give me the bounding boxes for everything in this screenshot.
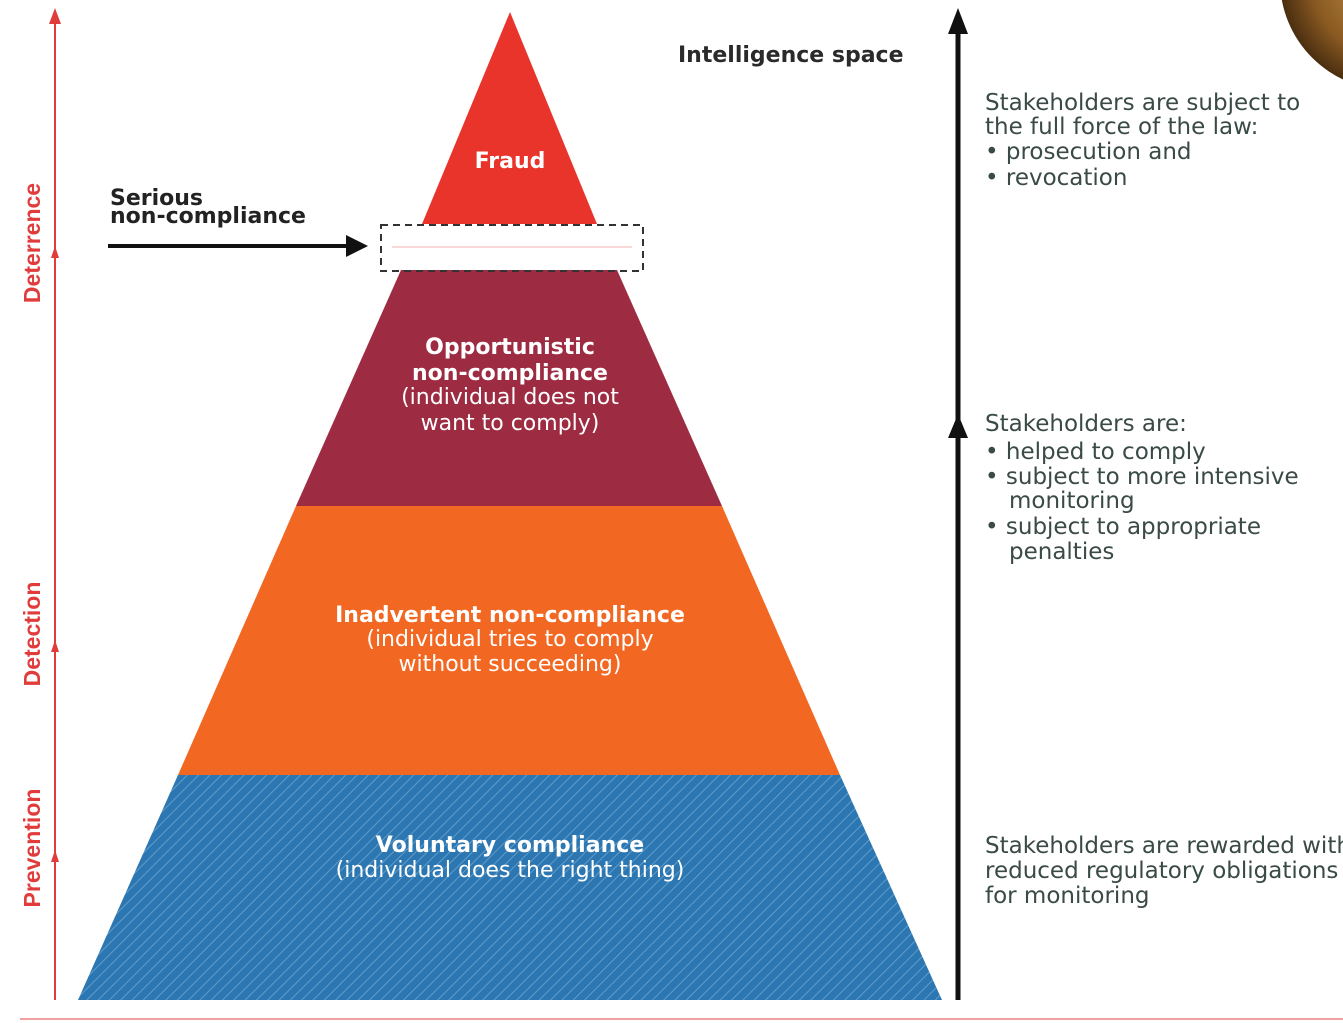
intelligence-space-label: Intelligence space: [678, 43, 904, 68]
svg-text:• revocation: • revocation: [985, 165, 1127, 191]
svg-text:• prosecution and: • prosecution and: [985, 139, 1192, 165]
response-middle: Stakeholders are: • helped to comply • s…: [985, 411, 1299, 565]
stage-label-deterrence: Deterrence: [19, 183, 45, 303]
layer-opportunistic: [296, 270, 722, 506]
intelligence-arrow-mid-head: [948, 414, 968, 438]
axis-tick-prevention: [51, 850, 59, 862]
serious-label-line1: Serious: [110, 186, 203, 211]
svg-text:• subject to more intensive: • subject to more intensive: [985, 464, 1299, 490]
stage-label-detection: Detection: [19, 582, 45, 687]
opportunistic-title-2: non-compliance: [412, 361, 608, 386]
serious-label-line2: non-compliance: [110, 204, 306, 229]
stage-axis: [20, 8, 1343, 1020]
svg-text:reduced regulatory obligations: reduced regulatory obligations: [985, 858, 1338, 884]
voluntary-sub-1: (individual does the right thing): [336, 858, 685, 883]
svg-text:penalties: penalties: [1009, 539, 1114, 565]
svg-text:• subject to appropriate: • subject to appropriate: [985, 514, 1261, 540]
response-bottom: Stakeholders are rewarded with reduced r…: [985, 833, 1343, 909]
inadvertent-title: Inadvertent non-compliance: [335, 603, 685, 628]
response-top: Stakeholders are subject to the full for…: [985, 90, 1300, 191]
layer-inadvertent: [178, 506, 840, 775]
serious-noncompliance-box: [380, 224, 644, 272]
corner-medallion: [1281, 0, 1343, 80]
axis-tick-detection: [51, 640, 59, 652]
svg-text:for monitoring: for monitoring: [985, 883, 1150, 909]
svg-text:Stakeholders are subject to: Stakeholders are subject to: [985, 90, 1300, 116]
inadvertent-sub-2: without succeeding): [399, 652, 622, 677]
opportunistic-sub-1: (individual does not: [401, 385, 619, 410]
stage-label-prevention: Prevention: [19, 789, 45, 908]
serious-arrow: [108, 235, 368, 257]
opportunistic-sub-2: want to comply): [421, 411, 600, 436]
voluntary-title: Voluntary compliance: [376, 833, 644, 858]
axis-tick-deterrence: [51, 246, 59, 258]
fraud-label: Fraud: [475, 149, 546, 174]
svg-text:monitoring: monitoring: [1009, 488, 1135, 514]
svg-text:Stakeholders are:: Stakeholders are:: [985, 411, 1187, 437]
layer-voluntary: [78, 775, 942, 1000]
svg-text:• helped to comply: • helped to comply: [985, 439, 1206, 465]
svg-text:the full force of the law:: the full force of the law:: [985, 114, 1258, 140]
layer-fraud: [422, 12, 597, 224]
intelligence-arrow: [948, 8, 968, 1000]
opportunistic-title-1: Opportunistic: [425, 335, 595, 360]
inadvertent-sub-1: (individual tries to comply: [366, 627, 653, 652]
svg-text:Stakeholders are rewarded with: Stakeholders are rewarded with: [985, 833, 1343, 859]
